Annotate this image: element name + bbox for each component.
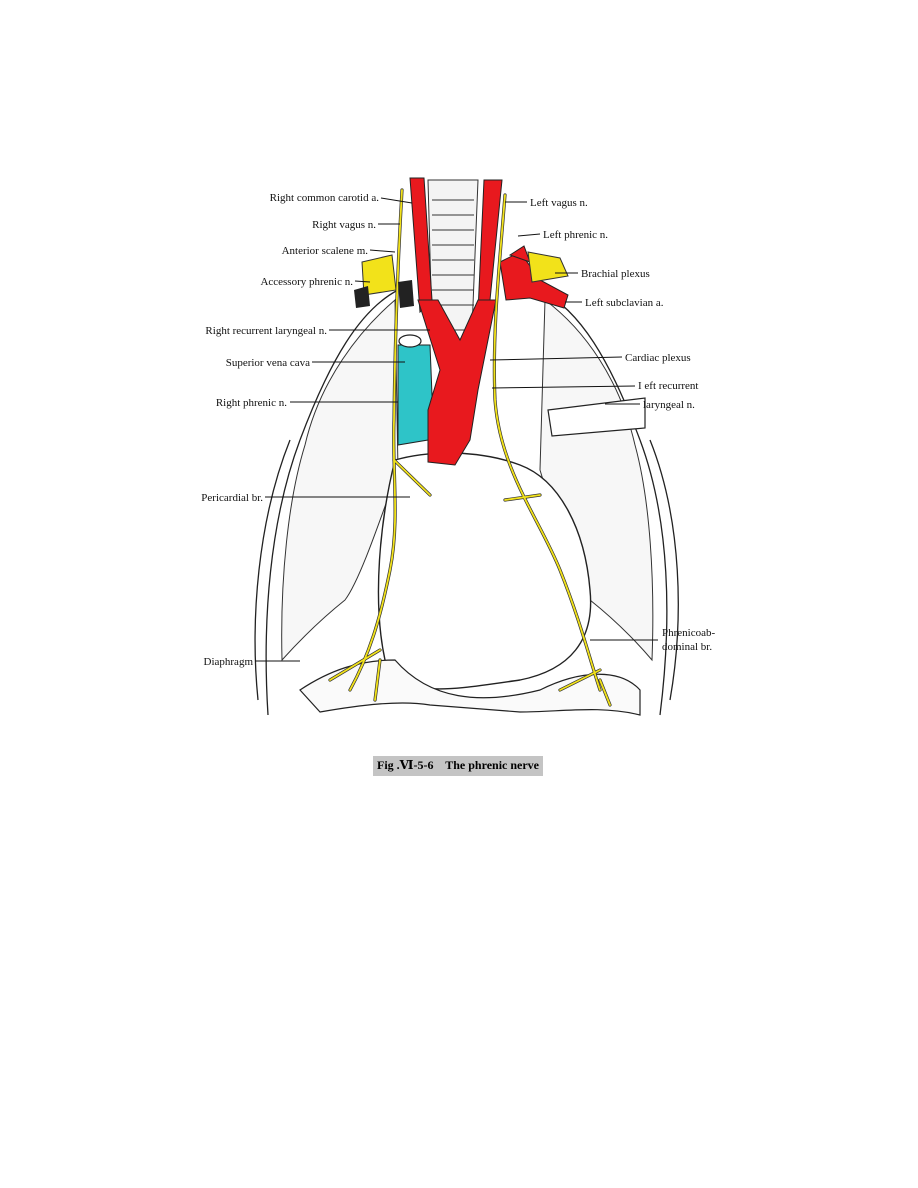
- label-right-recurrent-laryngeal: Right recurrent laryngeal n.: [205, 325, 327, 337]
- label-phrenicoabdominal-1: Phrenicoab-: [662, 627, 715, 639]
- labels: Right common carotid a. Right vagus n. A…: [201, 192, 715, 668]
- caption-background: [373, 756, 543, 776]
- label-left-vagus: Left vagus n.: [530, 197, 588, 209]
- diaphragm-shape: [299, 659, 641, 716]
- label-phrenicoabdominal-2: dominal br.: [662, 641, 712, 653]
- label-pericardial-br: Pericardial br.: [201, 492, 263, 504]
- sternal-plate: [547, 397, 646, 437]
- figure-caption: Fig .Ⅵ-5-6 The phrenic nerve: [377, 758, 540, 772]
- label-diaphragm: Diaphragm: [204, 656, 254, 668]
- nerves: [328, 188, 612, 707]
- label-superior-vena-cava: Superior vena cava: [226, 357, 310, 369]
- label-cardiac-plexus: Cardiac plexus: [625, 352, 691, 364]
- label-left-recurrent-2: laryngeal n.: [643, 399, 695, 411]
- label-anterior-scalene: Anterior scalene m.: [282, 245, 369, 257]
- label-left-recurrent-1: I eft recurrent: [638, 380, 698, 392]
- label-right-phrenic: Right phrenic n.: [216, 397, 287, 409]
- lungs: [281, 298, 654, 662]
- leader-lines: [255, 197, 658, 662]
- vena-cava-opening: [398, 334, 422, 348]
- brachial-plexus: [361, 251, 569, 296]
- label-left-phrenic: Left phrenic n.: [543, 229, 608, 241]
- label-right-vagus: Right vagus n.: [312, 219, 376, 231]
- label-brachial-plexus: Brachial plexus: [581, 268, 650, 280]
- label-accessory-phrenic: Accessory phrenic n.: [260, 276, 353, 288]
- label-right-common-carotid: Right common carotid a.: [270, 192, 380, 204]
- vein-stumps: [354, 280, 414, 308]
- label-left-subclavian: Left subclavian a.: [585, 297, 664, 309]
